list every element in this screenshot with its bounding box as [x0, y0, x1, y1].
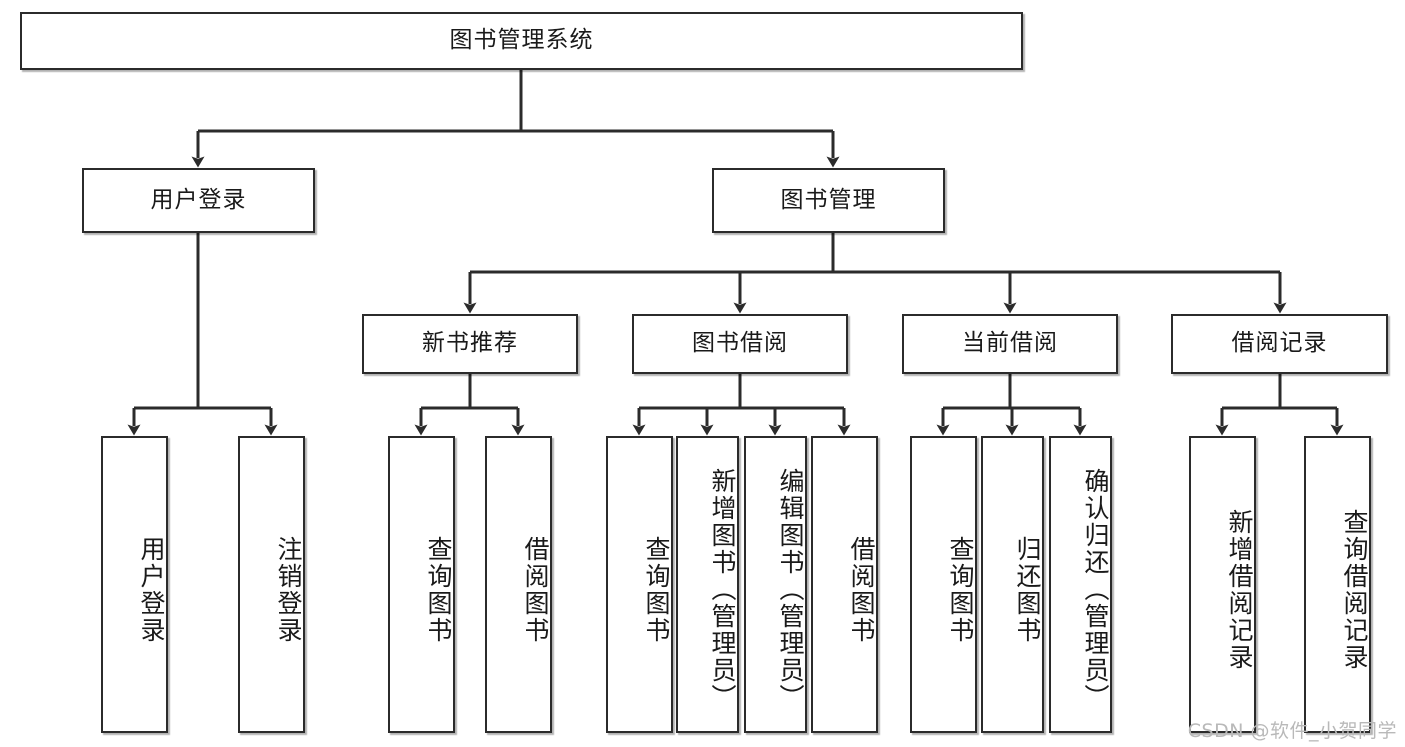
- node-label: 当前借阅: [962, 330, 1058, 357]
- leaf-book-borrow-edit-book-admin[interactable]: 编辑图书（管理员）: [744, 436, 807, 733]
- node-label: 用户登录: [150, 186, 247, 213]
- watermark-text: CSDN @软件_小贺同学: [1187, 720, 1397, 742]
- node-label: 借阅图书: [847, 535, 876, 644]
- leaf-user-login-login[interactable]: 用户登录: [101, 436, 168, 733]
- node-label: 新增借阅记录: [1225, 508, 1254, 671]
- node-current-borrow[interactable]: 当前借阅: [902, 314, 1118, 374]
- leaf-new-book-query-book[interactable]: 查询图书: [388, 436, 455, 733]
- node-label: 图书管理: [780, 186, 877, 213]
- node-label: 借阅图书: [521, 535, 550, 644]
- node-book-management[interactable]: 图书管理: [712, 168, 945, 233]
- node-book-borrow[interactable]: 图书借阅: [632, 314, 848, 374]
- leaf-current-borrow-confirm-return-admin[interactable]: 确认归还（管理员）: [1049, 436, 1112, 733]
- node-user-login[interactable]: 用户登录: [82, 168, 315, 233]
- leaf-new-book-borrow-book[interactable]: 借阅图书: [485, 436, 552, 733]
- leaf-book-borrow-add-book-admin[interactable]: 新增图书（管理员）: [676, 436, 739, 733]
- node-label: 新增图书（管理员）: [708, 468, 737, 711]
- leaf-current-borrow-return-book[interactable]: 归还图书: [981, 436, 1044, 733]
- node-borrow-record[interactable]: 借阅记录: [1171, 314, 1388, 374]
- leaf-book-borrow-borrow-book[interactable]: 借阅图书: [811, 436, 878, 733]
- node-label: 图书借阅: [692, 330, 788, 357]
- node-label: 查询图书: [642, 535, 671, 644]
- node-label: 新书推荐: [422, 330, 518, 357]
- leaf-borrow-record-query-record[interactable]: 查询借阅记录: [1304, 436, 1371, 733]
- node-label: 借阅记录: [1231, 330, 1328, 357]
- node-label: 图书管理系统: [449, 27, 594, 54]
- node-root-book-management-system[interactable]: 图书管理系统: [20, 12, 1023, 70]
- node-label: 查询图书: [424, 535, 453, 644]
- leaf-book-borrow-query-book[interactable]: 查询图书: [606, 436, 673, 733]
- leaf-user-login-logout[interactable]: 注销登录: [238, 436, 305, 733]
- node-label: 编辑图书（管理员）: [776, 468, 805, 711]
- node-label: 确认归还（管理员）: [1081, 468, 1110, 711]
- node-label: 注销登录: [274, 535, 303, 644]
- node-label: 查询图书: [946, 535, 975, 644]
- node-label: 用户登录: [137, 535, 166, 644]
- leaf-current-borrow-query-book[interactable]: 查询图书: [910, 436, 977, 733]
- node-label: 查询借阅记录: [1340, 508, 1369, 671]
- node-label: 归还图书: [1013, 535, 1042, 644]
- leaf-borrow-record-add-record[interactable]: 新增借阅记录: [1189, 436, 1256, 733]
- node-new-book-recommend[interactable]: 新书推荐: [362, 314, 578, 374]
